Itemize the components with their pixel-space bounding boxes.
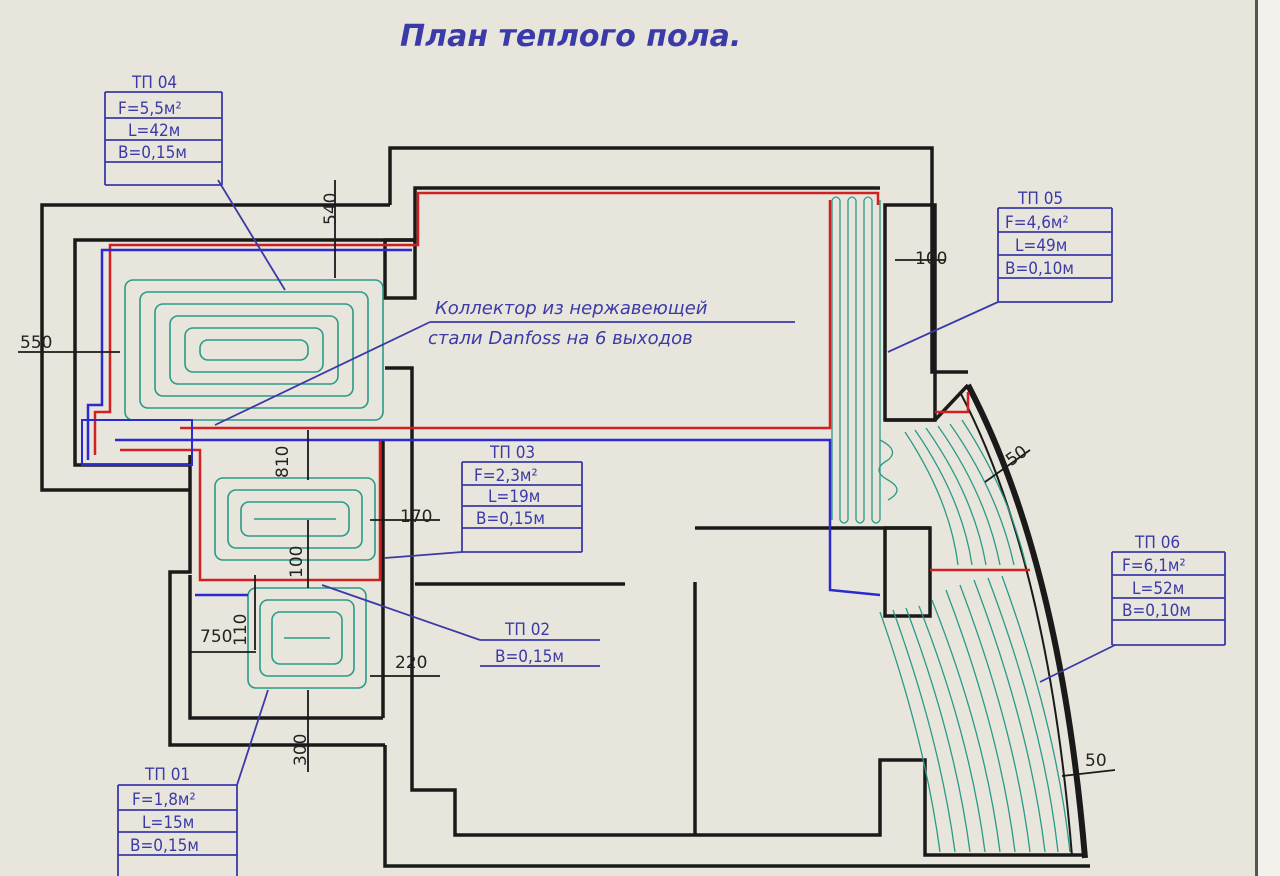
wall-curved-inner [959,391,1073,857]
supply-pipe [93,191,880,455]
window-frame-edge [1255,0,1280,876]
leader-lines [214,179,1116,786]
label-tp04: ТП 04 F=5,5м² L=42м B=0,15м [104,73,223,186]
return-pipe [86,248,412,460]
tp04-length: L=42м [128,121,180,141]
wall-bath-inner [188,575,383,720]
dim-220: 220 [395,653,427,673]
dim-170: 170 [400,507,432,527]
wall-inner-left [73,238,415,467]
tp03-area: F=2,3м² [474,466,538,486]
tp05-area: F=4,6м² [1005,213,1069,233]
tp04-step: B=0,15м [118,143,187,163]
return-pipe-2 [115,438,881,597]
loop-tp05 [831,196,898,524]
pipes [86,191,1030,597]
tp02-step: B=0,15м [495,647,564,667]
wall-mid-vertical [385,366,414,560]
wall-outer-left [40,203,390,492]
tp04-area: F=5,5м² [118,99,182,119]
tp06-length: L=52м [1132,579,1184,599]
loop-tp03 [214,477,376,561]
supply-pipe-3 [180,200,832,430]
loop-tp01-02 [247,587,367,689]
collector-line1: Коллектор из нержавеющей [435,298,708,319]
wall-pillar-right-top [883,203,937,422]
wall-top-outer [388,146,968,374]
label-tp01: ТП 01 F=1,8м² L=15м B=0,15м [117,765,238,876]
tp04-name: ТП 04 [131,73,177,93]
tp01-name: ТП 01 [144,765,190,785]
wall-top-inner [413,186,880,240]
dimension-lines [18,180,1116,777]
wall-right-step [885,383,970,422]
tp05-name: ТП 05 [1017,189,1063,209]
tp06-area: F=6,1м² [1122,556,1186,576]
tp05-step: B=0,10м [1005,259,1074,279]
collector-box [81,419,193,466]
dim-50-bottom: 50 [1085,751,1107,771]
dim-110: 110 [231,614,251,646]
label-tp02: ТП 02 B=0,15м [480,620,600,667]
wall-curved [965,383,1088,859]
tp01-area: F=1,8м² [132,790,196,810]
wall-bath-left [168,455,385,747]
wall-pillar-left [383,238,417,300]
label-tp03: ТП 03 F=2,3м² L=19м B=0,15м [461,443,583,553]
tp03-length: L=19м [488,487,540,507]
plan-title: План теплого пола. [400,19,741,54]
loop-tp05-upper [904,419,1027,566]
dim-100-mid: 100 [287,546,307,578]
dim-540: 540 [321,193,341,225]
wall-pillar-right-mid [883,526,932,618]
tp01-length: L=15м [142,813,194,833]
loop-tp04 [124,279,384,421]
tp02-name: ТП 02 [504,620,550,640]
collector-line2: стали Danfoss на 6 выходов [428,328,693,349]
label-tp05: ТП 05 F=4,6м² L=49м B=0,10м [997,189,1113,303]
collector-label: Коллектор из нержавеющей стали Danfoss н… [428,298,708,349]
heating-loops [124,196,1071,853]
dim-100-right: 100 [915,249,947,269]
wall-lower-left [410,560,1085,857]
tp05-length: L=49м [1015,236,1067,256]
tp03-name: ТП 03 [489,443,535,463]
dim-550: 550 [20,333,52,353]
dim-750: 750 [200,627,232,647]
walls [40,146,1090,868]
dim-300: 300 [291,734,311,766]
tp01-step: B=0,15м [130,836,199,856]
tp06-name: ТП 06 [1134,533,1180,553]
loop-tp06 [879,575,1071,853]
dim-810: 810 [273,446,293,478]
tp06-step: B=0,10м [1122,601,1191,621]
wall-lower-outer [383,745,1090,868]
label-tp06: ТП 06 F=6,1м² L=52м B=0,10м [1111,533,1226,646]
supply-pipe-2 [120,440,382,582]
supply-pipe-4 [935,392,970,414]
tp03-step: B=0,15м [476,509,545,529]
